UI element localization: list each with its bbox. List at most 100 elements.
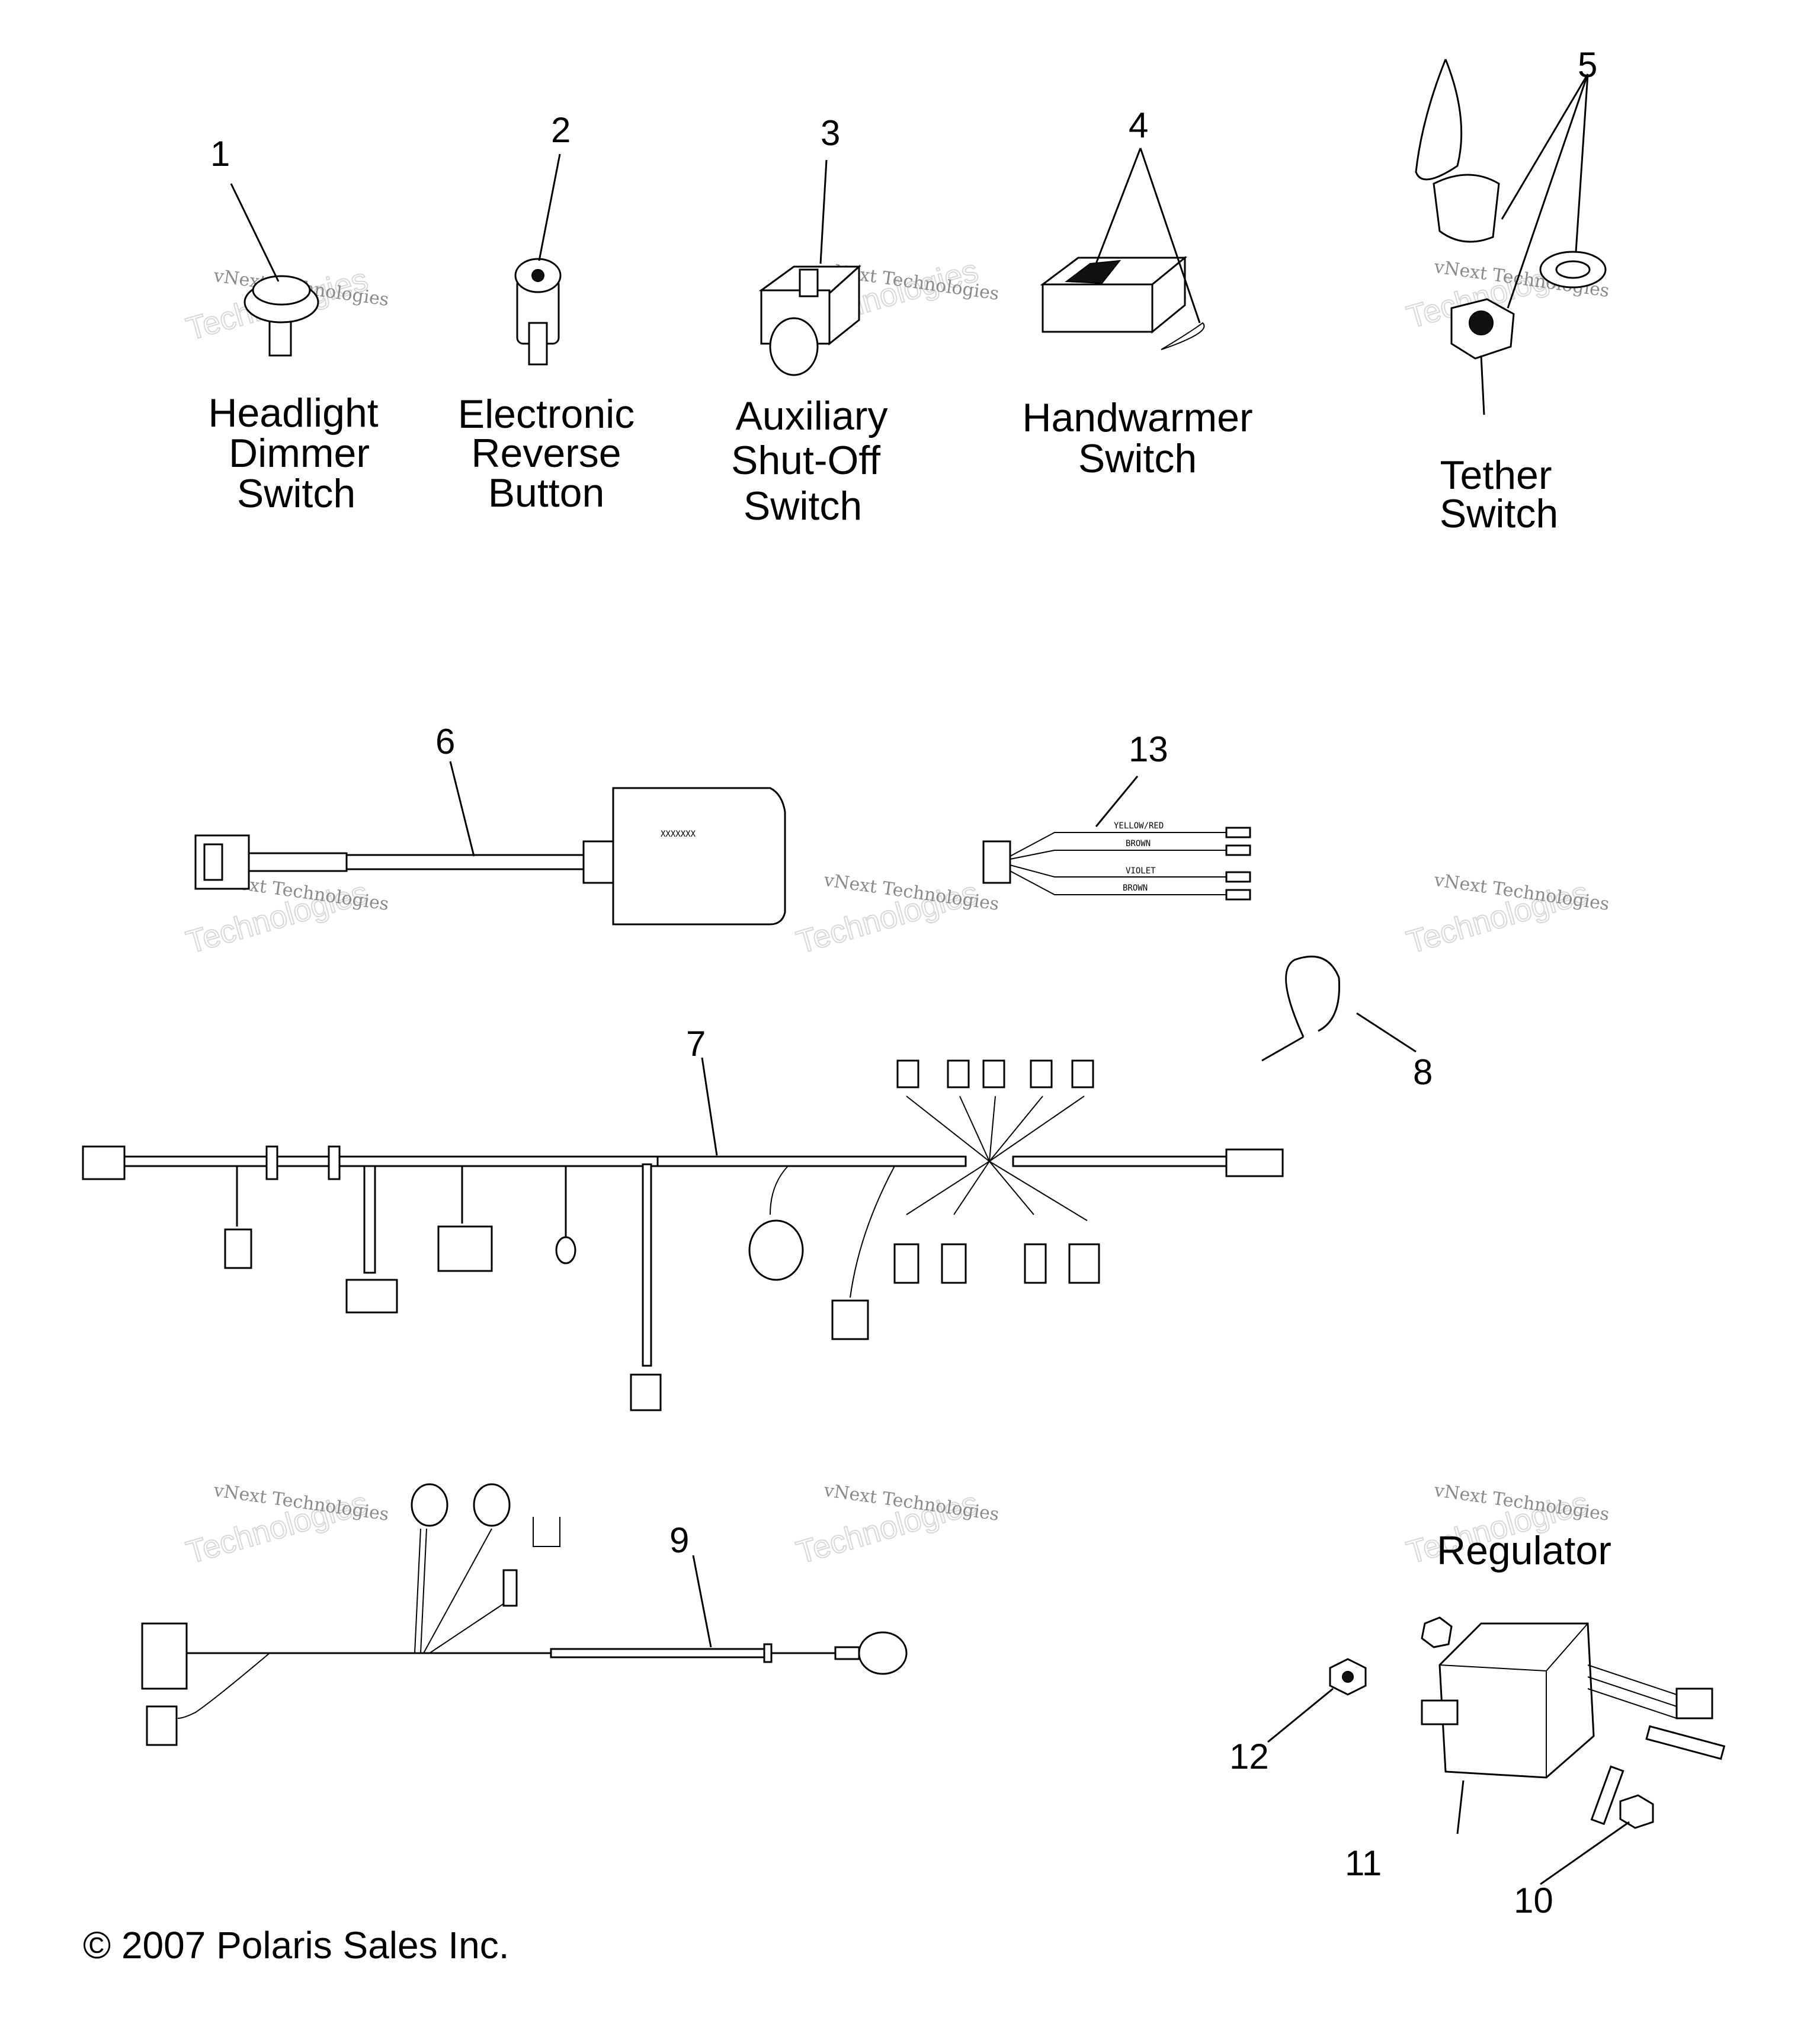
wire-brown [1010,850,1226,860]
cable-tie [1261,955,1417,1062]
fanout-connector [1071,1059,1094,1088]
fanout-connector [1030,1059,1053,1088]
branch-connector [146,1705,178,1746]
splice-fanout [906,1096,1088,1221]
leader-line [1356,1012,1417,1053]
label-handwarmer-line2: Switch [1078,436,1197,481]
callout-11: 11 [1345,1843,1382,1883]
voltage-regulator [1421,1616,1726,1885]
nut-center [1469,310,1494,335]
harness-connector [982,840,1011,884]
branch-wire [363,1165,376,1274]
label-headlight-line2: Dimmer [229,431,370,476]
label-reverse-line2: Reverse [471,431,621,476]
tether-switch [1415,59,1607,415]
leader-line [449,761,475,857]
tether-cord [1415,59,1463,181]
leader-line [1501,73,1589,220]
wire-brown-2 [1010,870,1226,895]
harness-end-connector [82,1145,126,1180]
leader-line [1095,148,1142,264]
label-auxiliary-line2: Shut-Off [731,438,880,483]
switch-knob [252,275,311,306]
copyright-notice: © 2007 Polaris Sales Inc. [83,1924,510,1967]
watermark: Technologies vNext Technologies [1402,870,1611,961]
module-cable [345,854,585,870]
switch-front [1042,283,1153,333]
branch-wire [429,1599,510,1654]
fanout-connector [1024,1243,1047,1284]
tie-loop [1285,955,1341,1037]
callout-8: 8 [1413,1052,1433,1092]
label-tether-line2: Switch [1440,491,1558,536]
switch-side [828,264,860,346]
wire-violet [1010,864,1226,878]
leader-line [538,153,561,261]
secondary-harness [141,1483,908,1746]
module-body [612,787,786,926]
switch-side [1151,255,1186,334]
auxiliary-shutoff-switch [758,159,861,376]
callout-3: 3 [821,113,840,153]
leader-line [1540,1821,1630,1885]
label-reverse-line3: Button [488,470,605,515]
branch-wire [533,1517,560,1547]
wire-label: VIOLET [1126,866,1156,876]
terminal [1225,827,1251,838]
harness-trunk [1012,1155,1228,1167]
callout-10: 10 [1514,1881,1553,1920]
branch-connector [437,1225,493,1272]
branch-connector [630,1373,662,1411]
leader-line [1507,73,1589,309]
leader-line [1575,73,1589,252]
tether-cap [1433,174,1500,243]
main-harness [82,1057,1284,1411]
regulator-wire [1587,1676,1677,1707]
label-auxiliary-line3: Switch [744,483,862,529]
leader-line [1267,1687,1334,1743]
harness-end-connector [858,1631,908,1675]
fanout-connector [947,1059,970,1088]
reverse-button [514,153,562,366]
harness-branch [642,1163,652,1367]
leader-line [1139,148,1201,324]
watermarks: Technologies vNext Technologies Technolo… [182,249,1611,1571]
control-module: XXXXXXX [194,761,786,926]
branch-connector [473,1483,511,1527]
ring-terminal [555,1236,576,1264]
callout-9: 9 [669,1520,689,1560]
connector-pin [203,843,223,881]
terminal [1225,871,1251,883]
headlight-dimmer-switch [230,183,319,357]
harness-clip [763,1643,773,1663]
label-tether-line1: Tether [1440,453,1552,498]
wire-label: BROWN [1123,883,1148,893]
switch-stem [1480,355,1485,415]
callout-7: 7 [686,1024,706,1064]
watermark: Technologies vNext Technologies [792,870,1001,961]
regulator-connector [1675,1687,1713,1719]
label-regulator: Regulator [1437,1528,1611,1573]
mounting-ear [1421,1699,1459,1725]
connector-boot [248,852,348,872]
leader-line [819,159,828,264]
fanout-connector [893,1243,919,1284]
bolt-10 [1590,1765,1624,1826]
branch-wire [177,1653,270,1719]
washer-hole [1555,260,1591,279]
callout-6: 6 [435,722,455,761]
label-reverse-line1: Electronic [458,392,635,437]
wire-yellow-red [1010,832,1226,857]
label-handwarmer-line1: Handwarmer [1022,395,1252,440]
branch-fuse [502,1569,518,1607]
harness-plug [834,1646,860,1660]
branch-wire [770,1165,789,1215]
branch-wire [850,1165,895,1298]
pigtail-harness: YELLOW/RED BROWN VIOLET BROWN [982,776,1251,901]
regulator-wire [1587,1664,1677,1695]
regulator-wire [1587,1688,1677,1719]
label-auxiliary-line1: Auxiliary [736,393,888,438]
switch-boot [769,317,819,376]
module-grommet [582,840,617,884]
